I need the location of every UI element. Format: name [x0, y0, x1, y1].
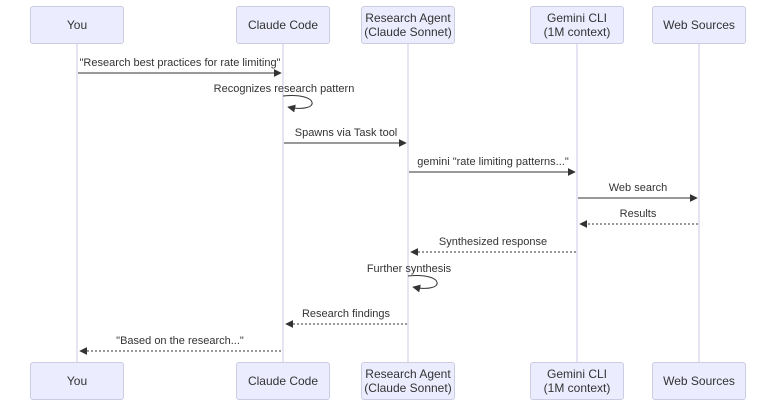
- message-selfloop-8: [407, 275, 438, 293]
- actor-web-sources-top: Web Sources: [652, 6, 746, 44]
- actor-gemini-cli-bottom: Gemini CLI (1M context): [530, 362, 624, 400]
- actor-you-top: You: [30, 6, 124, 44]
- actor-claude-code-top: Claude Code: [236, 6, 330, 44]
- message-selfloop-2: [282, 95, 313, 113]
- actor-research-agent-bottom: Research Agent (Claude Sonnet): [361, 362, 455, 400]
- message-label-8: Further synthesis: [366, 263, 452, 275]
- actor-claude-code-bottom: Claude Code: [236, 362, 330, 400]
- actor-web-sources-bottom: Web Sources: [652, 362, 746, 400]
- message-label-9: Research findings: [301, 308, 391, 320]
- message-label-3: Spawns via Task tool: [294, 127, 398, 139]
- actor-research-agent-top: Research Agent (Claude Sonnet): [361, 6, 455, 44]
- message-label-1: "Research best practices for rate limiti…: [79, 57, 281, 69]
- actor-you-bottom: You: [30, 362, 124, 400]
- message-label-6: Results: [619, 208, 657, 220]
- message-label-10: "Based on the research...": [116, 335, 244, 347]
- message-label-5: Web search: [608, 182, 668, 194]
- message-label-2: Recognizes research pattern: [213, 83, 355, 95]
- message-label-7: Synthesized response: [438, 236, 548, 248]
- message-label-4: gemini "rate limiting patterns...": [417, 156, 569, 168]
- actor-gemini-cli-top: Gemini CLI (1M context): [530, 6, 624, 44]
